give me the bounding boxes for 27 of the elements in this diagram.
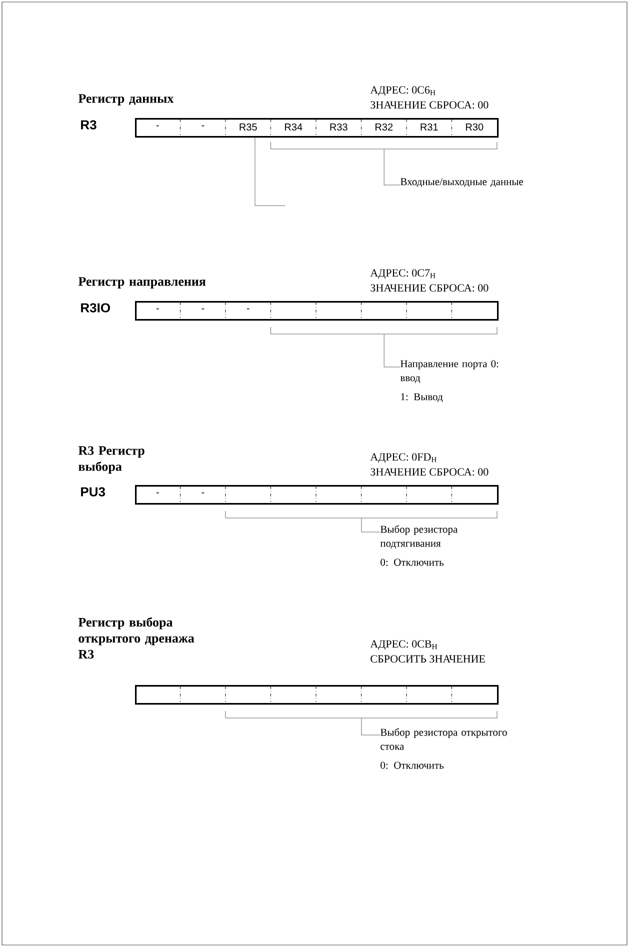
register-box: - - R35 R34 R33 R32 R31 R30	[135, 118, 499, 138]
description-text: Направление порта 0: ввод 1: Вывод	[400, 360, 498, 402]
address-text: АДРЕС: 0FD$_{H}$	[370, 453, 437, 463]
register-box: - -	[135, 485, 499, 505]
description-text: Выбор резистора подтягивания 0: Отключить	[380, 525, 458, 566]
register-name: R3	[81, 120, 96, 130]
register-name: R3IO	[81, 303, 110, 312]
description-text: Входные/выходные данные	[400, 178, 524, 188]
register-title: Регистр данных	[78, 94, 174, 106]
register-box	[135, 685, 499, 705]
bracket	[270, 142, 498, 150]
leader-line	[254, 137, 286, 206]
leader-line	[384, 149, 400, 186]
address-text: АДРЕС: 0C6$_{H}$	[370, 86, 436, 96]
leader-line	[384, 334, 400, 368]
bracket	[225, 710, 498, 718]
address-text: АДРЕС: 0C7$_{H}$	[370, 269, 436, 279]
address-text: ЗНАЧЕНИЕ СБРОСА: 00	[370, 101, 488, 109]
bracket	[225, 510, 498, 518]
address-text: СБРОСИТЬ ЗНАЧЕНИЕ	[370, 655, 485, 663]
leader-line	[361, 718, 380, 736]
register-box: - - -	[135, 301, 499, 321]
register-name: PU3	[81, 487, 106, 496]
leader-line	[361, 518, 380, 532]
description-text: Выбор резистора открытого стока 0: Отключить	[380, 728, 507, 769]
bracket	[270, 326, 498, 334]
address-text: АДРЕС: 0CB$_{H}$	[370, 640, 438, 650]
